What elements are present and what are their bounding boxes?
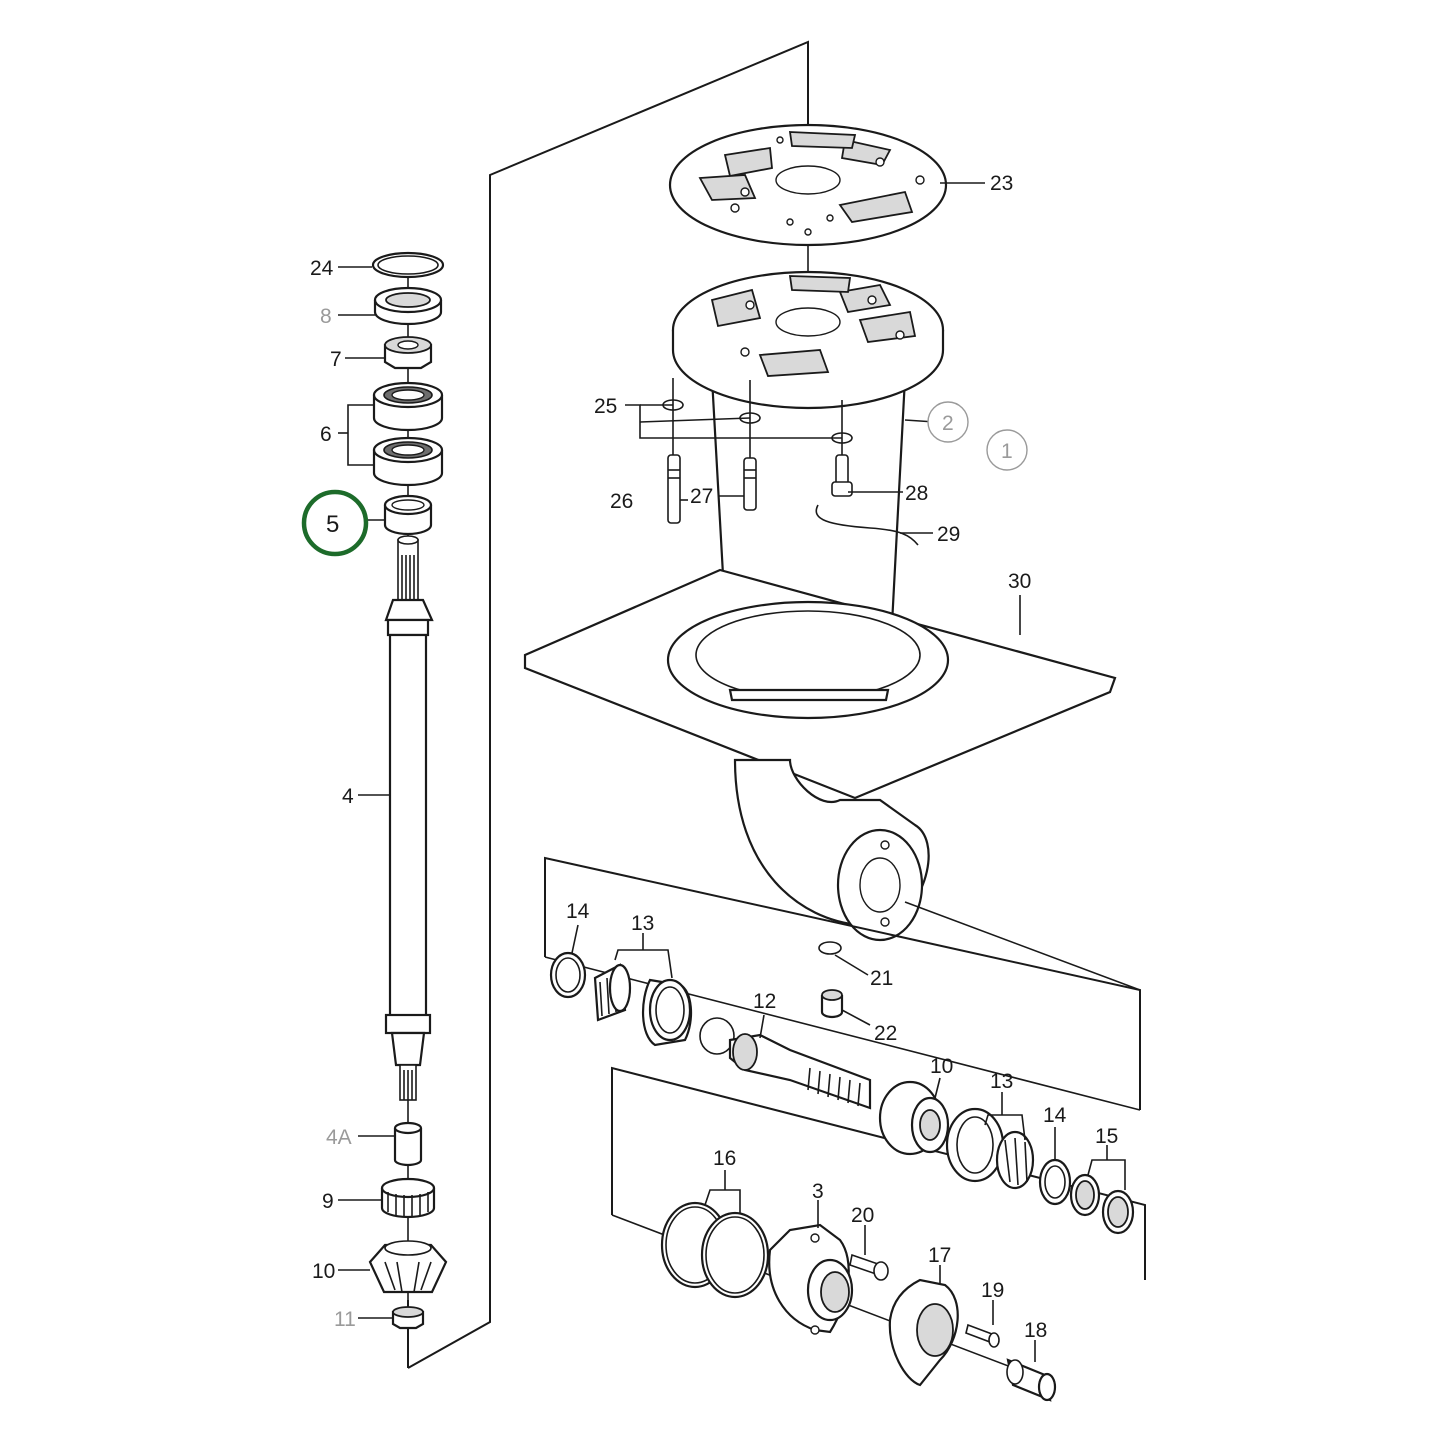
part-26-long-screw[interactable] [667, 454, 681, 524]
label-19[interactable]: 19 [981, 1279, 1004, 1302]
part-4a-sleeve[interactable] [393, 1121, 423, 1167]
callout-ring-2 [927, 401, 969, 443]
label-27[interactable]: 27 [690, 485, 713, 508]
label-18[interactable]: 18 [1024, 1319, 1047, 1342]
label-4a[interactable]: 4A [326, 1126, 352, 1149]
part-6-bearing-upper[interactable] [372, 381, 444, 432]
part-15-seals[interactable] [1069, 1173, 1135, 1235]
part-27-screw[interactable] [743, 457, 757, 511]
part-28-short-screw[interactable] [831, 454, 853, 497]
part-21-washer[interactable] [818, 941, 842, 955]
part-14-ring-right[interactable] [1038, 1158, 1072, 1206]
part-4-drive-shaft[interactable] [384, 535, 434, 1101]
label-5[interactable]: 5 [326, 511, 339, 538]
label-4[interactable]: 4 [342, 785, 354, 808]
part-3-bearing-housing[interactable] [768, 1223, 854, 1335]
part-18-sleeve[interactable] [1006, 1358, 1057, 1402]
label-20[interactable]: 20 [851, 1204, 874, 1227]
part-labels: 24 8 7 6 5 4 4A 9 10 11 23 25 2 1 26 27 … [301, 172, 1118, 1342]
label-12[interactable]: 12 [753, 990, 776, 1013]
label-8[interactable]: 8 [320, 305, 332, 328]
label-21[interactable]: 21 [870, 967, 893, 990]
part-10-bevel-gear-upper[interactable] [368, 1240, 448, 1294]
label-13-left[interactable]: 13 [631, 912, 654, 935]
part-19-screw[interactable] [965, 1323, 1000, 1348]
label-29[interactable]: 29 [937, 523, 960, 546]
part-12-pinion-shaft[interactable] [699, 1017, 872, 1110]
label-7[interactable]: 7 [330, 348, 342, 371]
label-24[interactable]: 24 [310, 257, 334, 280]
gear-assembly-frame-lower [611, 1066, 1146, 1280]
label-28[interactable]: 28 [905, 482, 928, 505]
part-13-bearing-cone-right[interactable] [995, 1130, 1035, 1190]
label-26[interactable]: 26 [610, 490, 633, 513]
part-5-spacer-ring[interactable] [383, 494, 433, 536]
label-30[interactable]: 30 [1008, 570, 1031, 593]
label-11[interactable]: 11 [334, 1308, 356, 1331]
part-14-ring-left[interactable] [549, 951, 587, 999]
part-8-seal[interactable] [373, 286, 443, 326]
part-7-nut[interactable] [383, 336, 433, 370]
part-2-housing[interactable] [671, 270, 945, 702]
label-9[interactable]: 9 [322, 1190, 334, 1213]
part-20-screw[interactable] [849, 1253, 889, 1281]
label-25[interactable]: 25 [594, 395, 617, 418]
part-13-bearing-cup-right[interactable] [945, 1107, 1005, 1183]
label-16[interactable]: 16 [713, 1147, 736, 1170]
part-29-wire[interactable] [815, 504, 919, 546]
part-13-bearing-cone-left[interactable] [593, 963, 632, 1022]
label-15[interactable]: 15 [1095, 1125, 1118, 1148]
label-17[interactable]: 17 [928, 1244, 951, 1267]
part-24-o-ring[interactable] [371, 251, 445, 279]
label-1[interactable]: 1 [1001, 440, 1013, 463]
label-10-right[interactable]: 10 [930, 1055, 953, 1078]
label-10-left[interactable]: 10 [312, 1260, 335, 1283]
part-16-o-rings[interactable] [660, 1201, 770, 1299]
label-6[interactable]: 6 [320, 423, 332, 446]
part-11-nut[interactable] [391, 1306, 425, 1330]
label-23[interactable]: 23 [990, 172, 1013, 195]
label-3[interactable]: 3 [812, 1180, 824, 1203]
lower-housing-elbow[interactable] [733, 758, 930, 942]
part-10-bevel-gear-lower[interactable] [878, 1080, 950, 1156]
part-9-needle-bearing[interactable] [380, 1177, 436, 1219]
part-30-mounting-plate[interactable] [523, 568, 1117, 800]
part-22-plug[interactable] [820, 989, 844, 1019]
part-17-cover[interactable] [888, 1278, 959, 1387]
label-13-right[interactable]: 13 [990, 1070, 1013, 1093]
label-2[interactable]: 2 [942, 412, 954, 435]
callout-ring-1 [986, 429, 1028, 471]
part-6-bearing-lower[interactable] [372, 436, 444, 487]
highlight-ring-5 [301, 489, 369, 557]
gear-assembly-frame-upper [544, 856, 1141, 1110]
label-14-right[interactable]: 14 [1043, 1104, 1067, 1127]
label-22[interactable]: 22 [874, 1022, 897, 1045]
part-23-top-plate[interactable] [668, 123, 948, 247]
part-13-bearing-cup-left[interactable] [641, 978, 693, 1047]
label-14-left[interactable]: 14 [566, 900, 590, 923]
